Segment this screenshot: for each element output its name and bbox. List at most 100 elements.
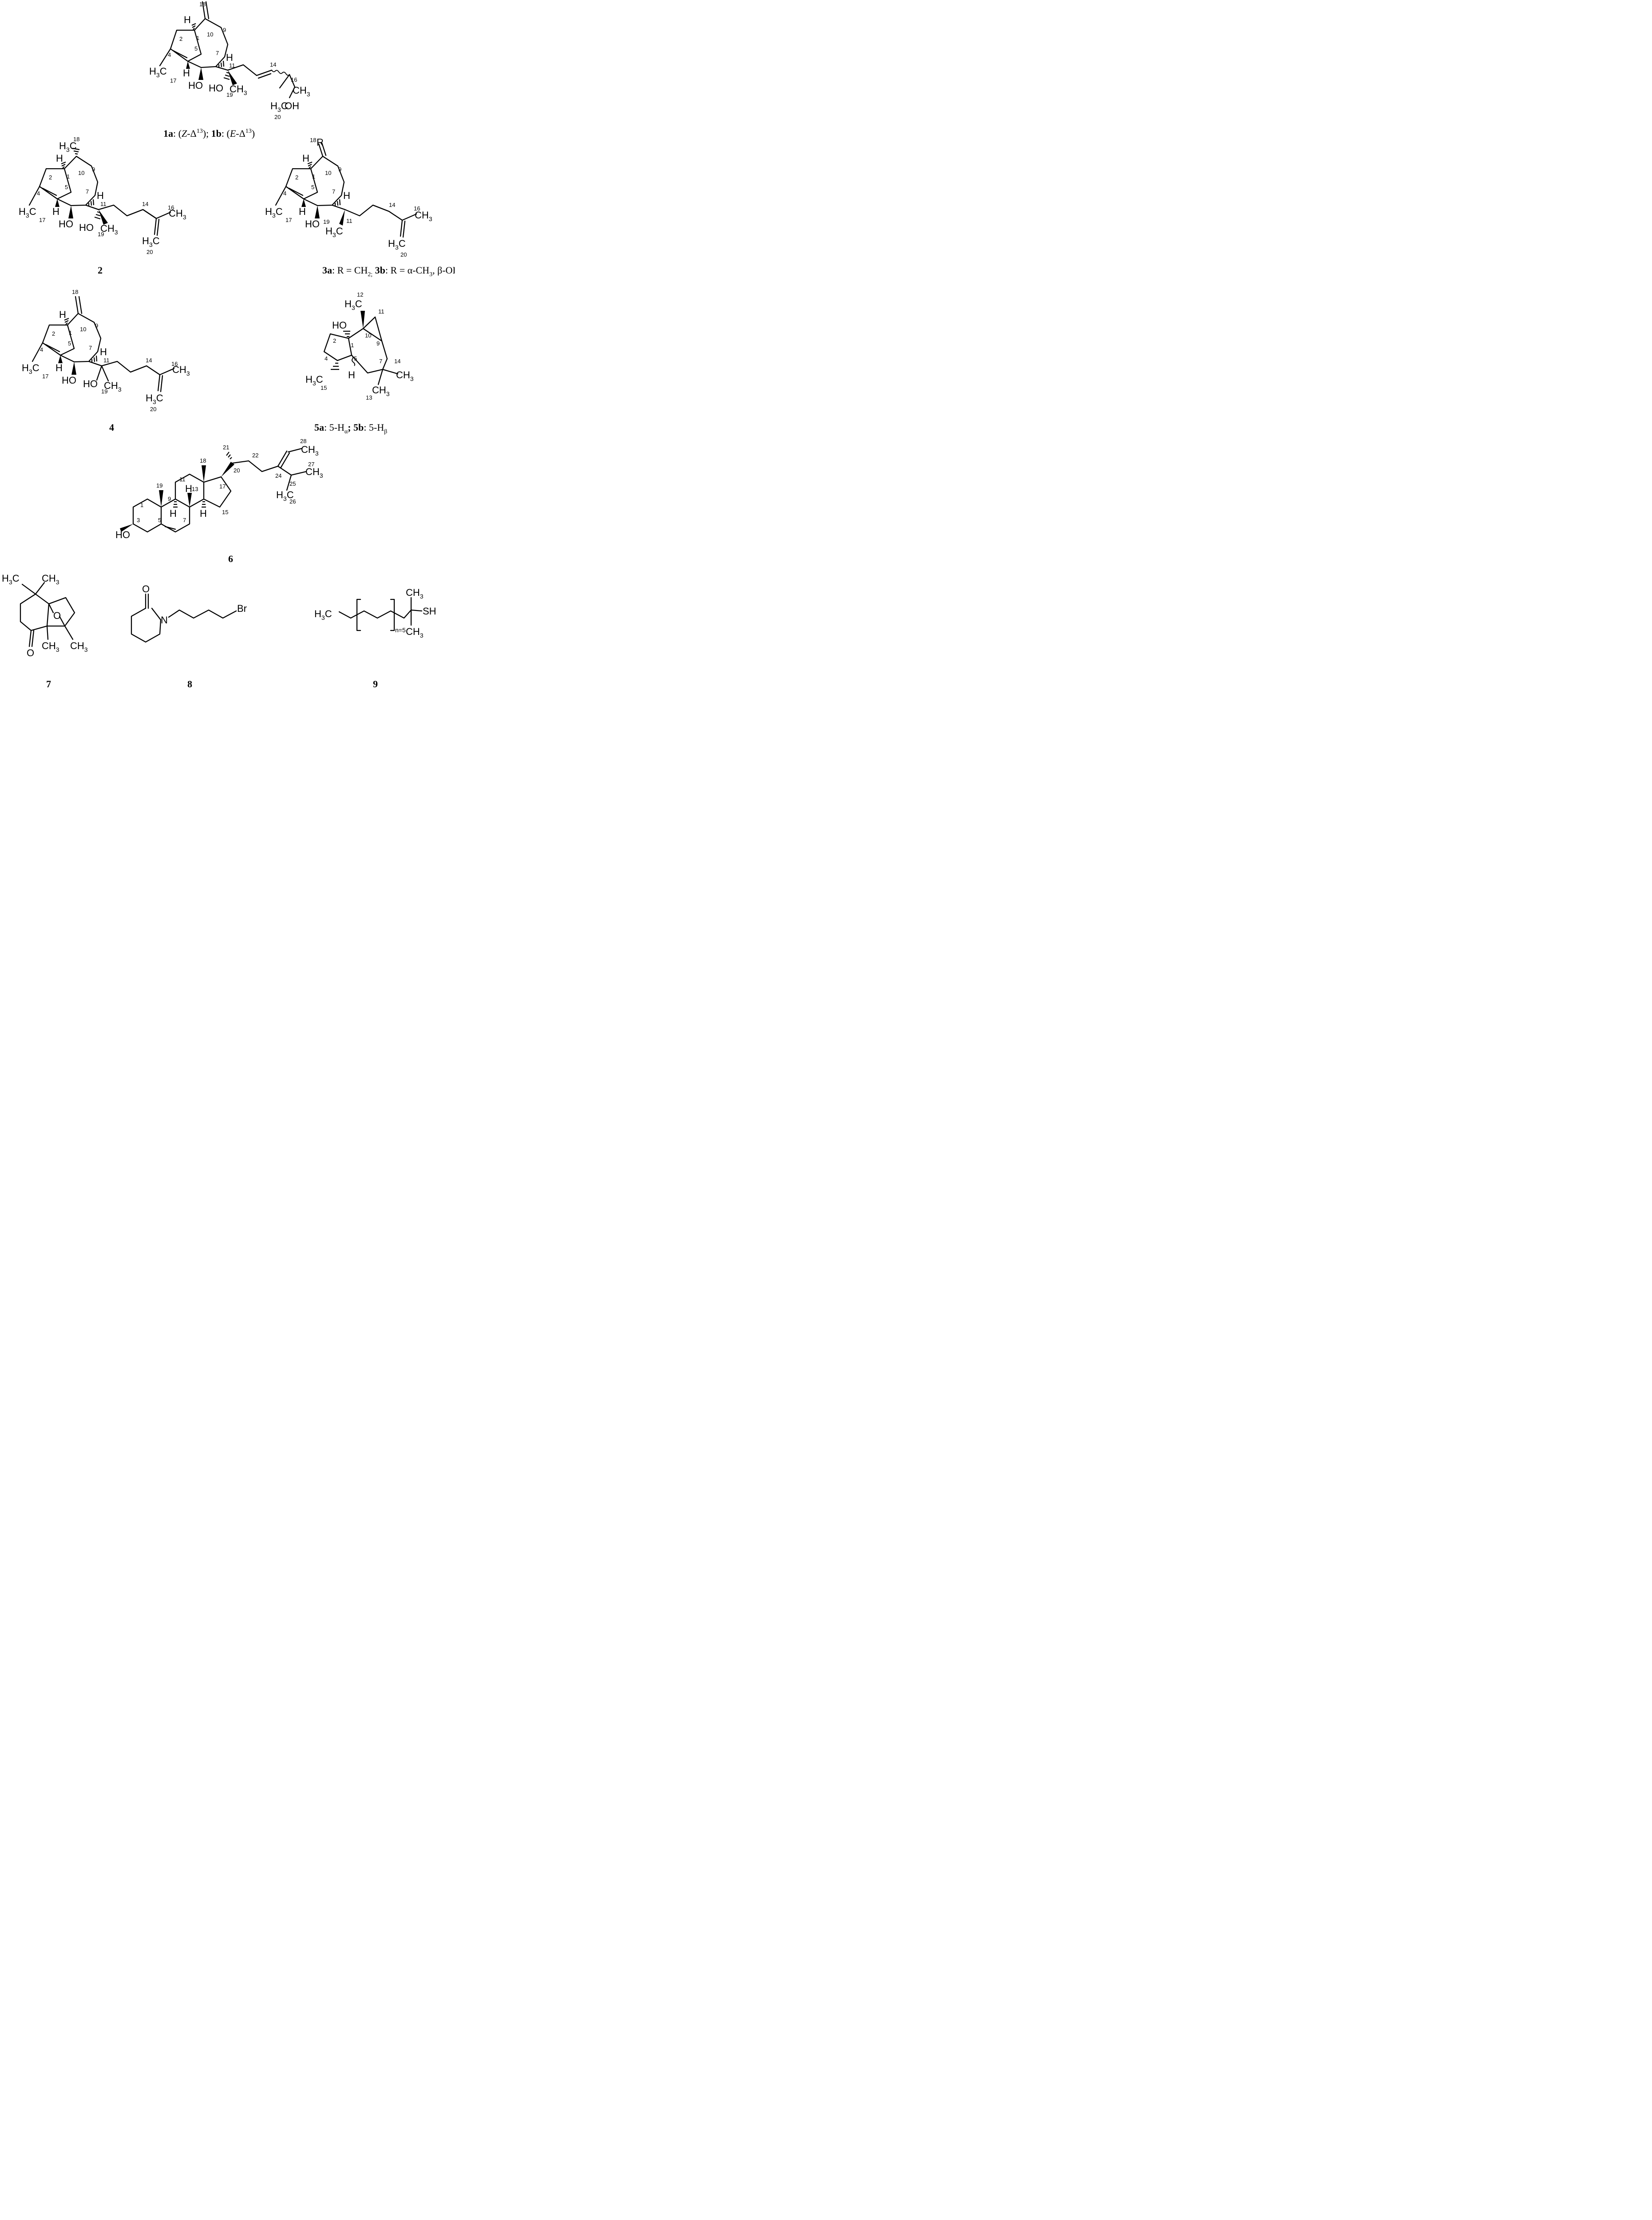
compound-1-structure: H H H H3C HO HO CH3 CH3 H3C OH 18 1 2 10… bbox=[149, 1, 310, 120]
atom-number: 1 bbox=[140, 502, 143, 508]
atom-number: 19 bbox=[101, 388, 107, 395]
atom-number: 1 bbox=[69, 329, 72, 336]
compound-2-h3c-17: H3C bbox=[19, 206, 36, 219]
compound-2-caption: 2 bbox=[98, 265, 103, 276]
compound-4-ho-c11: HO bbox=[83, 378, 98, 389]
atom-number: 4 bbox=[325, 355, 328, 362]
atom-number: 17 bbox=[42, 373, 48, 380]
compound-1-h3c-20: H3C bbox=[270, 100, 288, 113]
compound-8-o-carbonyl: O bbox=[142, 583, 150, 595]
compound-9-h3c: H3C bbox=[314, 608, 332, 621]
atom-number: 1 bbox=[67, 173, 70, 180]
compound-4-h-c1: H bbox=[59, 309, 66, 320]
compound-5-atom-numbers: 12 11 10 1 2 9 5 4 7 14 15 13 bbox=[321, 291, 400, 401]
chemical-structures-figure: H H H H3C HO HO CH3 CH3 H3C OH 18 1 2 10… bbox=[2, 1, 455, 690]
atom-number: 19 bbox=[226, 91, 233, 98]
atom-number: 1 bbox=[196, 35, 199, 41]
atom-number: 9 bbox=[92, 166, 95, 173]
atom-number: 9 bbox=[338, 166, 341, 173]
atom-number: 21 bbox=[223, 444, 229, 451]
compound-7-o-bridge: O bbox=[53, 610, 61, 621]
atom-number: 1 bbox=[312, 173, 315, 180]
atom-number: 20 bbox=[234, 467, 240, 474]
compound-8-structure: O N Br bbox=[131, 583, 247, 643]
atom-number: 5 bbox=[158, 517, 161, 523]
atom-number: 7 bbox=[89, 345, 92, 351]
compound-4-h3c-17: H3C bbox=[22, 362, 40, 375]
compound-4-structure: H H H H3C HO HO CH3 CH3 H3C 18 1 2 10 9 … bbox=[22, 289, 190, 412]
compound-3-h3c-19: H3C bbox=[325, 226, 343, 238]
atom-number: 11 bbox=[378, 308, 384, 315]
atom-number: 3 bbox=[137, 517, 140, 523]
atom-number: 26 bbox=[289, 498, 296, 505]
atom-number: 7 bbox=[216, 50, 219, 56]
atom-number: 17 bbox=[285, 217, 292, 223]
atom-number: 17 bbox=[219, 483, 226, 490]
atom-number: 18 bbox=[73, 136, 79, 143]
atom-number: 14 bbox=[146, 357, 152, 364]
atom-number: 16 bbox=[291, 76, 297, 83]
atom-number: 16 bbox=[414, 205, 420, 212]
compound-2-atom-numbers: 18 10 9 1 2 5 4 7 11 14 16 17 19 20 bbox=[37, 136, 174, 255]
atom-number: 2 bbox=[333, 337, 336, 344]
atom-number: 18 bbox=[72, 289, 78, 295]
atom-number: 13 bbox=[192, 486, 198, 492]
compound-8-caption: 8 bbox=[187, 678, 192, 690]
atom-number: 9 bbox=[168, 496, 171, 502]
atom-number: 14 bbox=[394, 358, 400, 365]
compound-2-ch3-18: H3C bbox=[59, 140, 77, 153]
atom-number: 11 bbox=[100, 201, 107, 207]
compound-2-h-c5: H bbox=[52, 206, 59, 217]
compound-7-ch3-a: CH3 bbox=[42, 640, 59, 653]
atom-number: 5 bbox=[311, 184, 314, 190]
compound-7-ch3-right: CH3 bbox=[42, 573, 59, 586]
compound-9-ch3-top: CH3 bbox=[406, 587, 424, 600]
atom-number: 28 bbox=[300, 438, 306, 444]
compound-3-ch3-16: CH3 bbox=[415, 210, 432, 222]
atom-number: 10 bbox=[365, 332, 371, 339]
atom-number: 10 bbox=[78, 170, 84, 176]
compound-6-atom-numbers: 21 28 22 18 20 27 24 19 11 13 17 25 9 1 … bbox=[137, 438, 314, 523]
compound-3-oh-c6: HO bbox=[305, 218, 320, 230]
atom-number: 4 bbox=[283, 190, 286, 197]
compound-5-h-c5: H bbox=[348, 369, 355, 381]
compound-6-h-c14: H bbox=[200, 508, 207, 519]
atom-number: 11 bbox=[229, 62, 235, 69]
atom-number: 4 bbox=[40, 346, 43, 353]
compound-9-ch3-bottom: CH3 bbox=[406, 626, 424, 639]
compound-6-caption: 6 bbox=[228, 553, 233, 564]
compound-4-caption: 4 bbox=[109, 422, 114, 433]
atom-number: 25 bbox=[289, 480, 296, 487]
compound-1-h3c-17: H3C bbox=[149, 66, 167, 79]
compound-7-ch3-b: CH3 bbox=[70, 640, 88, 653]
compound-3-h-c5: H bbox=[299, 206, 306, 217]
compound-6-h-c8: H bbox=[185, 483, 192, 494]
atom-number: 7 bbox=[86, 188, 89, 195]
compound-1-h-c5: H bbox=[183, 67, 190, 79]
compound-5-ch3-13: CH3 bbox=[372, 385, 390, 397]
compound-6-structure: HO H H H CH3 CH3 H3C 21 28 22 18 20 27 2… bbox=[115, 438, 323, 540]
atom-number: 18 bbox=[199, 1, 206, 8]
atom-number: 11 bbox=[103, 357, 110, 364]
compound-3-h-c7: H bbox=[343, 190, 350, 201]
compound-2-ch3-16: CH3 bbox=[169, 208, 186, 221]
compound-2-h-c7: H bbox=[97, 190, 104, 201]
compound-6-h-c9: H bbox=[170, 508, 177, 519]
atom-number: 19 bbox=[98, 231, 104, 238]
compound-9-caption: 9 bbox=[373, 678, 378, 690]
compound-5-structure: H3C HO H3C H CH3 CH3 12 11 10 1 2 9 5 4 … bbox=[305, 291, 414, 401]
atom-number: 20 bbox=[400, 251, 407, 258]
atom-number: 5 bbox=[65, 184, 68, 190]
atom-number: 5 bbox=[68, 340, 71, 347]
atom-number: 14 bbox=[270, 61, 276, 68]
compound-9-sh: SH bbox=[423, 606, 436, 617]
compound-7-o-ketone: O bbox=[27, 647, 34, 658]
atom-number: 2 bbox=[179, 36, 182, 42]
compound-2-oh-c6: HO bbox=[59, 218, 73, 230]
atom-number: 4 bbox=[37, 190, 40, 197]
compound-1-caption: 1a: (Z-Δ13); 1b: (E-Δ13) bbox=[163, 128, 255, 139]
compound-2-h-c1: H bbox=[56, 153, 63, 164]
compound-5-h3c-12: H3C bbox=[345, 298, 362, 311]
atom-number: 10 bbox=[207, 31, 213, 38]
compound-9-repeat-label: n=5 bbox=[395, 626, 406, 634]
